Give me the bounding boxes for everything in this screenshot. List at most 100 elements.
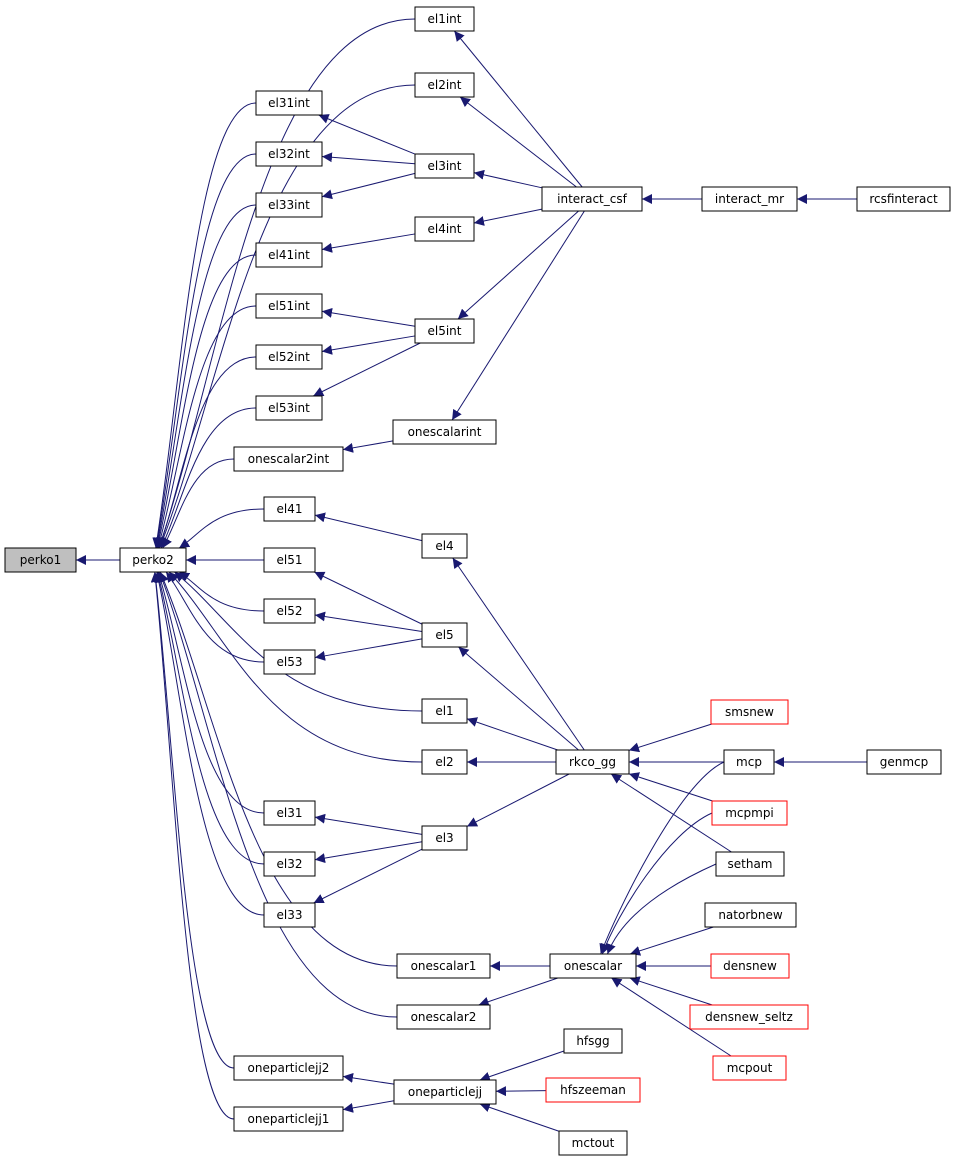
node-label: el52int [268,350,310,364]
edge-el3int-to-el31int [318,114,416,155]
node-box [856,186,951,212]
edge-rkco-gg-to-el5 [458,646,579,751]
node-el41int[interactable]: el41int [255,242,323,268]
node-el31int[interactable]: el31int [255,90,323,116]
node-mcpout[interactable]: mcpout [712,1055,787,1081]
node-el1int[interactable]: el1int [414,6,475,32]
edge-el5-to-el51 [314,571,423,625]
edge-el5-to-el52 [314,611,423,633]
node-box [421,749,468,775]
node-interact-csf[interactable]: interact_csf [541,186,643,212]
node-el3[interactable]: el3 [421,825,468,851]
edge-el32-to-perko2 [155,571,265,865]
node-onescalar1[interactable]: onescalar1 [396,953,491,979]
node-label: mcpmpi [725,806,774,820]
node-hfsgg[interactable]: hfsgg [563,1028,623,1054]
edge-el5int-to-el52int [321,335,416,355]
node-label: el41int [268,248,310,262]
edge-el3-to-el32 [314,841,423,863]
node-box [715,851,785,877]
node-box [545,1077,641,1103]
edge-el3int-to-el33int [321,172,416,200]
node-label: densnew_seltz [705,1010,793,1024]
node-el32int[interactable]: el32int [255,141,323,167]
node-label: el31int [268,96,310,110]
node-natorbnew[interactable]: natorbnew [704,902,797,928]
node-box [119,547,187,573]
node-label: el51 [277,553,303,567]
edge-el4int-to-el41int [321,233,416,253]
node-el53[interactable]: el53 [263,649,316,675]
node-box [392,419,497,445]
edge-el52-to-perko2 [178,571,265,612]
node-box [558,1130,628,1156]
node-el5int[interactable]: el5int [414,318,475,344]
node-mctout[interactable]: mctout [558,1130,628,1156]
node-el51[interactable]: el51 [263,547,316,573]
node-box [255,395,323,421]
node-box [866,749,942,775]
node-setham[interactable]: setham [715,851,785,877]
edge-el2-to-perko2 [168,571,423,763]
edge-el33-to-perko2 [154,571,265,916]
node-box [263,649,316,675]
node-hfszeeman[interactable]: hfszeeman [545,1077,641,1103]
edge-hfszeeman-to-oneparticlejj [495,1086,547,1097]
node-el53int[interactable]: el53int [255,395,323,421]
node-mcpmpi[interactable]: mcpmpi [711,800,788,826]
node-mcp[interactable]: mcp [723,749,775,775]
node-perko2[interactable]: perko2 [119,547,187,573]
node-rcsfinteract[interactable]: rcsfinteract [856,186,951,212]
node-densnew-seltz[interactable]: densnew_seltz [689,1004,809,1030]
node-oneparticlejj2[interactable]: oneparticlejj2 [233,1055,344,1081]
edge-el41int-to-perko2 [154,254,257,549]
node-box [414,216,475,242]
edge-el32int-to-perko2 [152,153,257,549]
node-el32[interactable]: el32 [263,851,316,877]
node-el33[interactable]: el33 [263,902,316,928]
node-el2[interactable]: el2 [421,749,468,775]
node-el51int[interactable]: el51int [255,293,323,319]
node-rkco-gg[interactable]: rkco_gg [555,749,630,775]
node-label: el1 [435,704,453,718]
node-label: mcp [736,755,762,769]
node-el52[interactable]: el52 [263,598,316,624]
node-box [396,1004,491,1030]
node-label: interact_mr [715,192,784,206]
node-el3int[interactable]: el3int [414,153,475,179]
node-onescalar[interactable]: onescalar [549,953,637,979]
node-el1[interactable]: el1 [421,698,468,724]
node-densnew[interactable]: densnew [710,953,790,979]
node-el31[interactable]: el31 [263,800,316,826]
edge-densnew-seltz-to-onescalar [629,976,713,1006]
node-onescalar2[interactable]: onescalar2 [396,1004,491,1030]
node-onescalar2int[interactable]: onescalar2int [233,446,344,472]
node-box [233,446,344,472]
node-el4[interactable]: el4 [421,533,468,559]
node-smsnew[interactable]: smsnew [710,699,789,725]
node-label: el2int [428,78,462,92]
node-oneparticlejj1[interactable]: oneparticlejj1 [233,1106,344,1132]
node-el5[interactable]: el5 [421,622,468,648]
node-el33int[interactable]: el33int [255,192,323,218]
node-box [255,293,323,319]
node-el41[interactable]: el41 [263,496,316,522]
node-oneparticlejj[interactable]: oneparticlejj [393,1079,497,1105]
node-genmcp[interactable]: genmcp [866,749,942,775]
node-interact-mr[interactable]: interact_mr [701,186,798,212]
node-label: el5 [435,628,453,642]
node-onescalarint[interactable]: onescalarint [392,419,497,445]
node-label: perko1 [20,553,61,567]
edge-mcpmpi-to-rkco-gg [628,772,713,802]
edge-oneparticlejj-to-oneparticlejj2 [342,1072,395,1085]
node-el52int[interactable]: el52int [255,344,323,370]
node-label: el32int [268,147,310,161]
node-box [263,800,316,826]
node-label: oneparticlejj2 [248,1061,330,1075]
node-el4int[interactable]: el4int [414,216,475,242]
node-label: interact_csf [557,192,627,206]
edge-rkco-gg-to-el1 [466,717,558,751]
edge-el5int-to-el53int [313,342,421,397]
node-el2int[interactable]: el2int [414,72,475,98]
